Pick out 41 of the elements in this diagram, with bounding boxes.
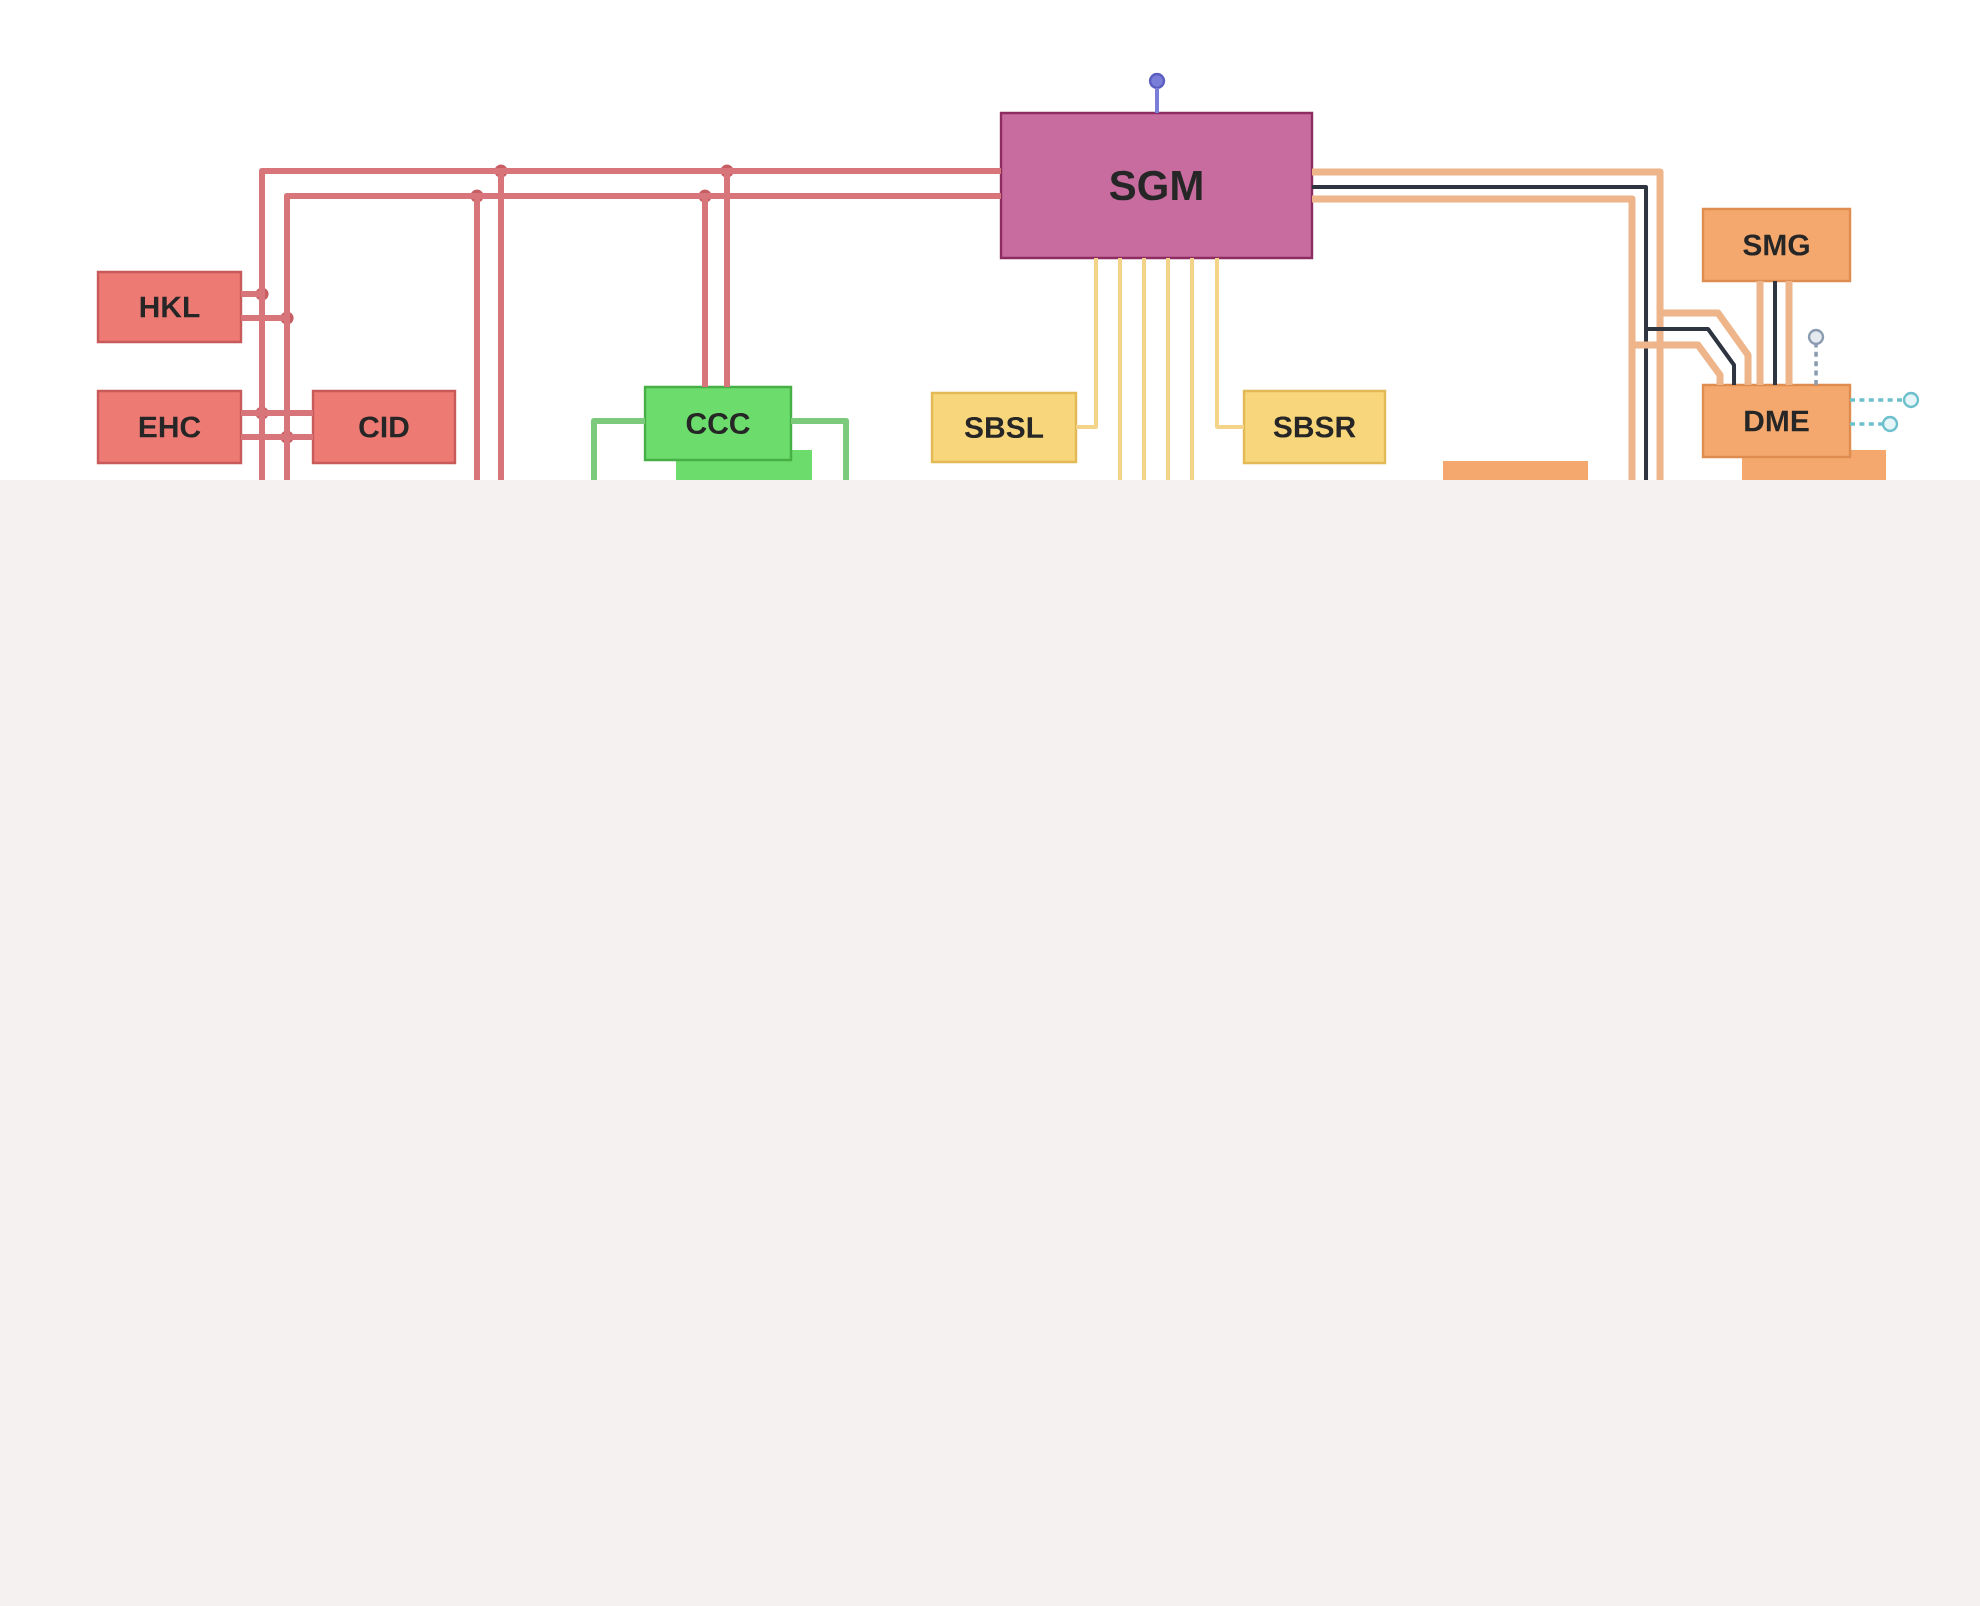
bus-line	[1215, 258, 1244, 429]
module-box: HKL	[96, 270, 243, 344]
bus-line	[1142, 258, 1146, 480]
bus-line	[284, 318, 290, 437]
bus-line	[287, 434, 313, 440]
bus-line	[259, 168, 501, 294]
bus-line	[477, 193, 705, 199]
module-box: CID	[311, 389, 457, 465]
terminal-circle	[1807, 328, 1825, 346]
antenna-stem	[1155, 88, 1159, 113]
bus-line	[241, 434, 287, 440]
module-box	[1443, 461, 1588, 480]
bus-line	[1190, 258, 1194, 480]
bus-line	[262, 410, 313, 416]
dotted-line	[1814, 344, 1818, 385]
bus-line	[284, 193, 477, 318]
bus-line	[1646, 327, 1737, 385]
module-box: SMG	[1701, 207, 1852, 283]
bus-line	[1118, 258, 1122, 480]
bus-line	[1076, 258, 1098, 429]
dotted-line	[1850, 398, 1905, 402]
bus-line	[791, 418, 849, 480]
bus-line	[501, 168, 727, 174]
bus-line	[284, 437, 290, 480]
terminal-circle	[1881, 415, 1899, 433]
terminal-circle	[1902, 391, 1920, 409]
bus-line	[474, 196, 480, 480]
bus-line	[1166, 258, 1170, 480]
dotted-line	[1850, 422, 1884, 426]
bus-line	[1644, 329, 1649, 480]
bus-line	[1312, 185, 1649, 329]
module-box: SGM	[999, 111, 1314, 260]
terminal-circle	[1148, 72, 1166, 90]
module-box: EHC	[96, 389, 243, 465]
bus-line	[498, 171, 504, 480]
bus-line	[259, 413, 265, 480]
bus-line	[1773, 281, 1777, 385]
module-box: SBSR	[1242, 389, 1387, 465]
module-box: SBSL	[930, 391, 1078, 464]
bus-line	[259, 294, 265, 413]
bus-line	[241, 315, 287, 321]
